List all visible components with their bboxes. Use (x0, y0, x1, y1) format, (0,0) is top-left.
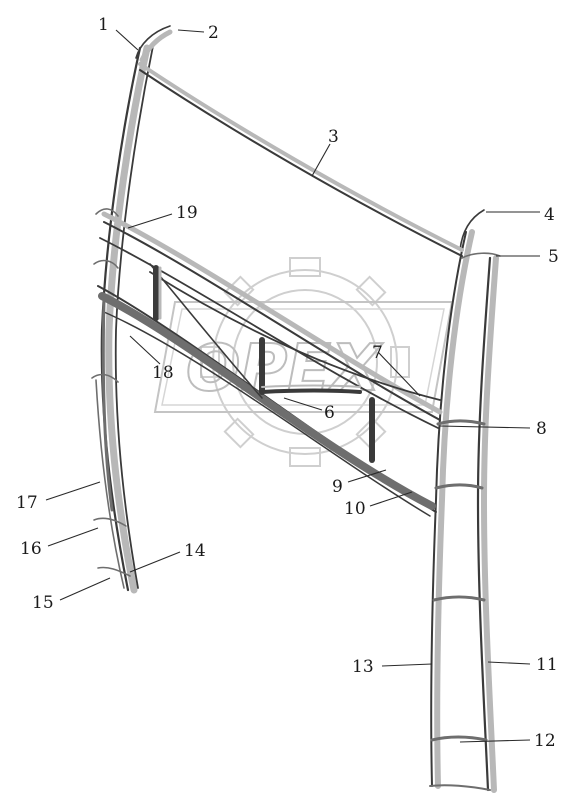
leader-14 (129, 551, 181, 573)
opex-watermark: OPEX (153, 257, 454, 467)
leader-7 (377, 351, 421, 397)
leader-1 (115, 29, 139, 51)
watermark-frame (153, 301, 454, 413)
callout-14: 14 (184, 541, 206, 561)
leader-3 (311, 143, 331, 177)
leader-10 (369, 491, 413, 507)
right-rung-b (432, 595, 486, 602)
top-beam (139, 69, 463, 257)
callout-15: 15 (32, 593, 54, 613)
horizontal-tie-light (261, 384, 361, 388)
right-post-outer (476, 256, 492, 792)
right-post-outer-face (480, 255, 499, 793)
callout-12: 12 (534, 731, 556, 751)
callout-17: 17 (16, 493, 38, 513)
right-rung-a (434, 483, 484, 490)
left-top-cap-face (139, 29, 173, 63)
leader-13 (381, 663, 433, 667)
left-lower-rail-back (95, 379, 125, 589)
diagonal-strut (149, 271, 441, 401)
callout-9: 9 (332, 477, 343, 497)
callout-13: 13 (352, 657, 374, 677)
callouts: 1 2 3 4 5 6 7 8 9 10 11 12 13 14 15 16 1 (16, 15, 559, 751)
leader-2 (177, 29, 205, 33)
horizontal-tie (260, 388, 362, 394)
right-bottom (429, 784, 491, 791)
right-rung-12 (430, 735, 488, 742)
callout-5: 5 (548, 247, 559, 267)
callout-8: 8 (536, 419, 547, 439)
callout-11: 11 (536, 655, 558, 675)
left-post-outer-face (105, 44, 151, 594)
callout-4: 4 (544, 205, 555, 225)
top-beam-face (138, 62, 464, 252)
leader-16 (47, 527, 99, 547)
callout-16: 16 (20, 539, 42, 559)
callout-10: 10 (344, 499, 366, 519)
callout-18: 18 (152, 363, 174, 383)
left-cross-piece-b (97, 566, 131, 577)
right-post-inner (430, 231, 467, 787)
callout-2: 2 (208, 23, 219, 43)
leader-11 (487, 661, 531, 665)
callout-6: 6 (324, 403, 335, 423)
callout-7: 7 (372, 343, 383, 363)
lower-diagonal-beam-face (98, 292, 436, 510)
right-top-cap (459, 209, 485, 251)
lower-diagonal-beam-edge (103, 311, 431, 517)
callout-1: 1 (98, 15, 109, 35)
leader-9 (347, 469, 387, 483)
left-post-inner (114, 45, 154, 589)
leader-8 (439, 425, 531, 429)
right-post-inner-face (434, 229, 475, 789)
middle-beam (103, 221, 441, 421)
left-cross-piece-d (95, 208, 119, 217)
left-cross-piece-a (93, 517, 127, 527)
left-cross-piece-e (93, 259, 119, 269)
middle-beam-lower (99, 237, 439, 429)
leader-15 (59, 577, 111, 601)
right-top-cap-rail (461, 252, 501, 259)
left-top-cap (135, 25, 171, 59)
callout-3: 3 (328, 127, 339, 147)
leader-12 (459, 739, 531, 743)
leader-18 (129, 335, 161, 365)
leader-6 (283, 397, 323, 411)
left-cross-piece-c (91, 373, 119, 383)
leader-19 (127, 213, 173, 229)
frame-drawing (91, 25, 501, 793)
right-rung-8 (436, 419, 486, 426)
left-stiffener (101, 298, 114, 512)
leader-17 (45, 481, 101, 501)
callout-19: 19 (176, 203, 198, 223)
